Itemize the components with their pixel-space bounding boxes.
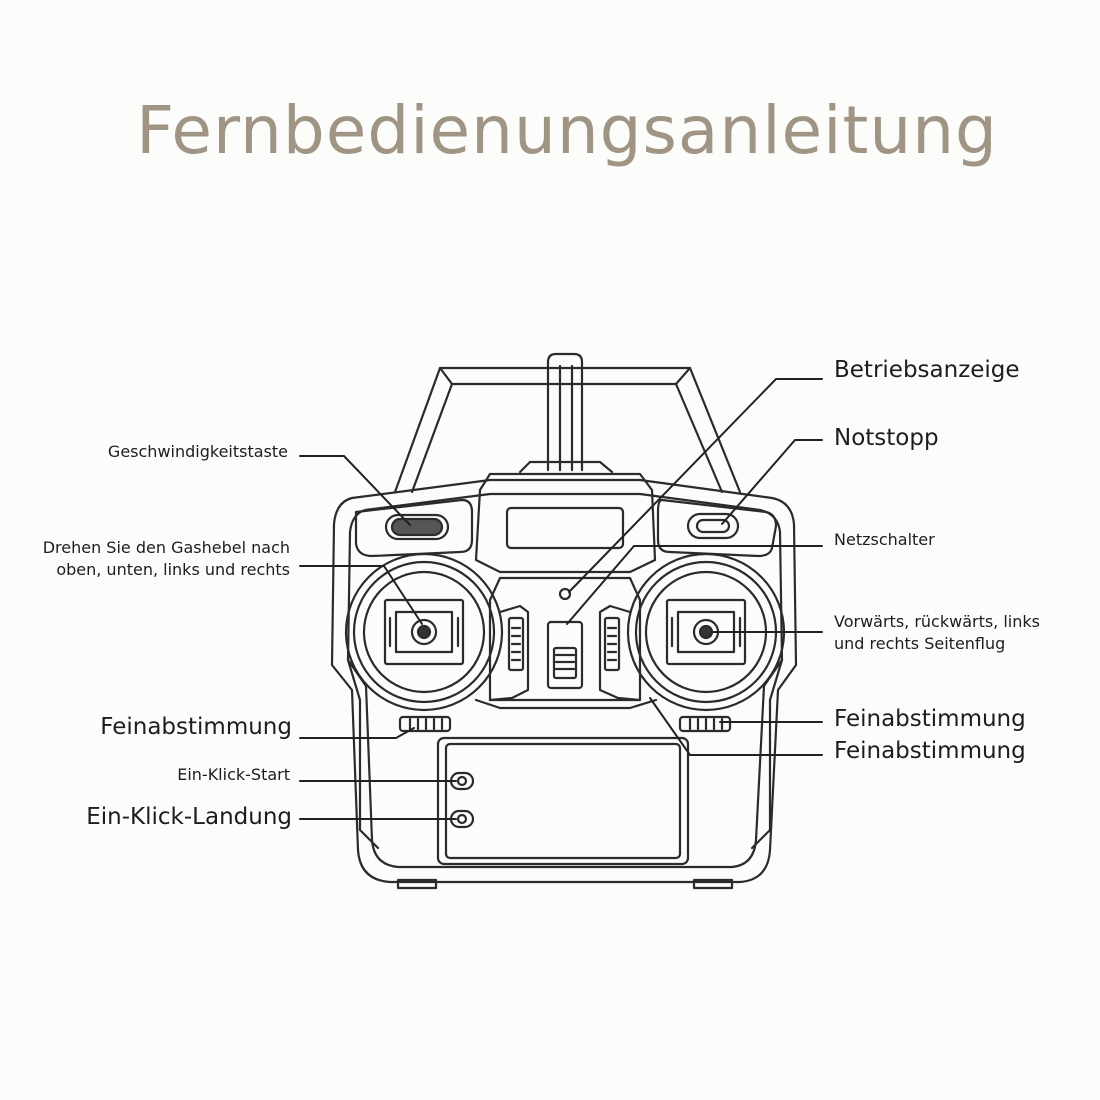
emergency-stop-button <box>686 512 740 540</box>
label-netzschalter: Netzschalter <box>834 530 935 549</box>
label-feinabstimmung-right-2: Feinabstimmung <box>834 738 1026 764</box>
label-seitenflug-line2: und rechts Seitenflug <box>834 634 1006 653</box>
label-ein-klick-start: Ein-Klick-Start <box>177 765 290 784</box>
power-led <box>558 587 572 601</box>
horizontal-trim-left <box>398 715 452 733</box>
label-gashebel-line1: Drehen Sie den Gashebel nach <box>42 538 290 557</box>
label-notstopp: Notstopp <box>834 425 939 451</box>
label-ein-klick-landung: Ein-Klick-Landung <box>86 804 292 830</box>
vertical-trim-right <box>598 604 642 702</box>
leader-betriebsanzeige <box>568 378 823 593</box>
label-gashebel-line2: oben, unten, links und rechts <box>56 560 290 579</box>
speed-button <box>384 513 450 541</box>
page-title: Fernbedienungsanleitung <box>136 92 998 169</box>
label-geschwindigkeitstaste: Geschwindigkeitstaste <box>107 442 288 461</box>
left-stick <box>344 552 504 712</box>
display-screen <box>474 472 657 574</box>
handle-frame <box>393 366 742 494</box>
label-feinabstimmung-left: Feinabstimmung <box>100 714 292 740</box>
label-betriebsanzeige: Betriebsanzeige <box>834 357 1020 383</box>
leader-gashebel <box>299 565 423 625</box>
horizontal-trim-right <box>678 715 732 733</box>
battery-compartment <box>436 736 690 866</box>
top-bump <box>518 460 614 474</box>
power-switch <box>546 620 584 690</box>
body-outline <box>330 478 798 884</box>
label-feinabstimmung-right-1: Feinabstimmung <box>834 706 1026 732</box>
leader-feinabstimmung-right-2 <box>649 697 823 756</box>
antenna <box>546 352 584 472</box>
leader-feinabstimmung-left <box>299 727 415 739</box>
leader-geschwindigkeitstaste <box>299 455 411 526</box>
label-seitenflug-line1: Vorwärts, rückwärts, links <box>834 612 1040 631</box>
vertical-trim-left <box>488 604 530 702</box>
leader-netzschalter <box>566 545 823 625</box>
leader-notstopp <box>721 439 823 525</box>
